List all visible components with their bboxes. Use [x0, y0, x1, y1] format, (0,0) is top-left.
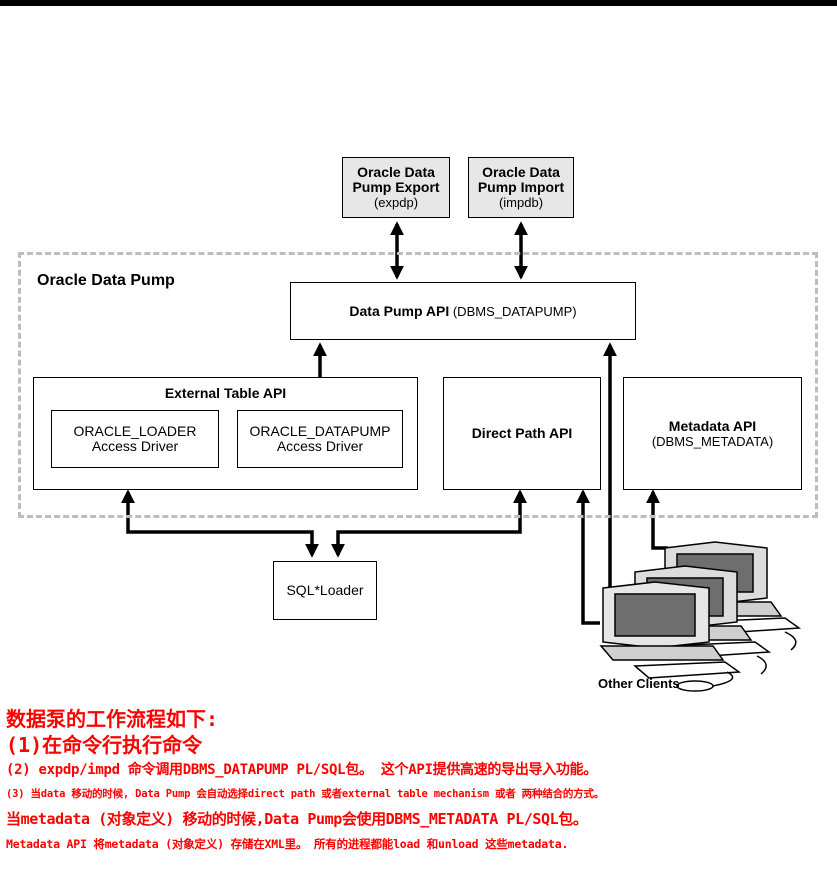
external-table-title: External Table API — [164, 385, 287, 401]
oracle-loader-line1: ORACLE_LOADER — [73, 423, 197, 439]
other-clients-computers — [599, 541, 802, 692]
metadata-subtitle: (DBMS_METADATA) — [651, 433, 774, 449]
oracle-datapump-line1: ORACLE_DATAPUMP — [249, 423, 391, 439]
data-pump-api-box: Data Pump API (DBMS_DATAPUMP) — [290, 282, 636, 340]
oracle-loader-driver-box: ORACLE_LOADER Access Driver — [51, 410, 219, 468]
directpath-sqlloader-arrow — [331, 489, 527, 558]
export-subtitle: (expdp) — [373, 195, 419, 210]
note-metadata-api: Metadata API 将metadata (对象定义) 存储在XML里。 所… — [6, 837, 569, 851]
note-step-2: (2) expdp/impd 命令调用DBMS_DATAPUMP PL/SQL包… — [6, 762, 598, 778]
external-sqlloader-arrow — [121, 489, 319, 558]
metadata-title: Metadata API — [668, 417, 757, 434]
oracle-loader-line2: Access Driver — [91, 438, 179, 454]
import-subtitle: (impdb) — [498, 195, 544, 210]
oracle-datapump-driver-box: ORACLE_DATAPUMP Access Driver — [237, 410, 403, 468]
other-clients-label: Other Clients — [598, 676, 680, 691]
metadata-api-box: Metadata API (DBMS_METADATA) — [623, 377, 802, 490]
oracle-datapump-line2: Access Driver — [276, 438, 364, 454]
group-label: Oracle Data Pump — [37, 272, 175, 289]
metadata-clients-arrow — [646, 489, 668, 550]
direct-path-api-box: Direct Path API — [443, 377, 601, 490]
oracle-data-pump-group — [18, 252, 818, 518]
note-heading: 数据泵的工作流程如下: — [6, 707, 219, 731]
directpath-clients-arrow — [576, 489, 600, 625]
top-border-line — [0, 0, 837, 6]
direct-path-title: Direct Path API — [471, 425, 573, 441]
note-step-1: (1)在命令行执行命令 — [6, 733, 203, 757]
export-box: Oracle Data Pump Export (expdp) — [342, 157, 450, 218]
sql-loader-label: SQL*Loader — [286, 582, 364, 598]
export-title-2: Pump Export — [352, 179, 440, 195]
import-title-1: Oracle Data — [482, 164, 560, 180]
import-box: Oracle Data Pump Import (impdb) — [468, 157, 574, 218]
sql-loader-box: SQL*Loader — [273, 561, 377, 620]
api-title: Data Pump API — [349, 302, 450, 319]
note-step-3: (3) 当data 移动的时候, Data Pump 会自动选择direct p… — [6, 788, 605, 800]
notes-block: 数据泵的工作流程如下: (1)在命令行执行命令 (2) expdp/impd 命… — [6, 706, 834, 856]
api-subtitle: (DBMS_DATAPUMP) — [449, 303, 577, 319]
export-title-1: Oracle Data — [357, 164, 435, 180]
note-metadata: 当metadata (对象定义) 移动的时候,Data Pump会使用DBMS_… — [6, 810, 588, 828]
import-title-2: Pump Import — [477, 179, 565, 195]
